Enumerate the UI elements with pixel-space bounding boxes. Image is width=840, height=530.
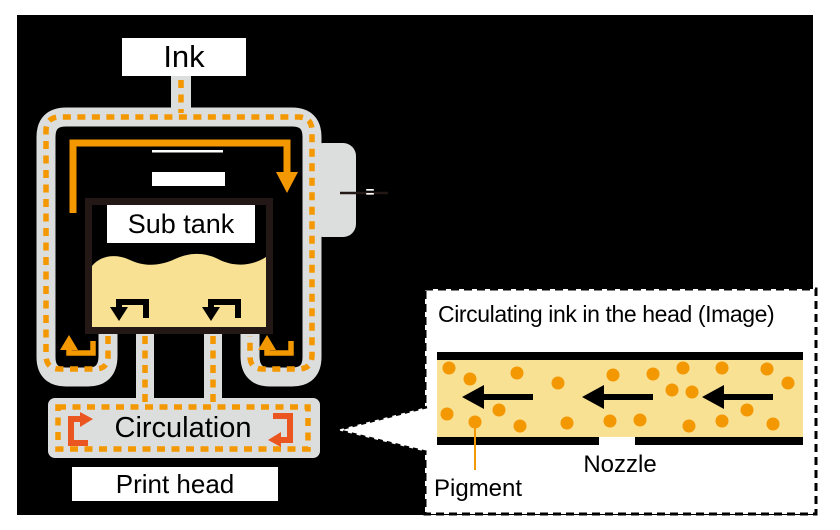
pigment-dot xyxy=(781,376,795,390)
module-glyph: = xyxy=(365,183,375,201)
pigment-dot xyxy=(676,361,690,375)
print-head-label-box: Print head xyxy=(72,467,278,501)
callout-pointer-border xyxy=(336,405,428,454)
pigment-dot xyxy=(685,385,699,399)
pigment-dot xyxy=(513,419,527,433)
sub-tank-label-box: Sub tank xyxy=(107,205,255,243)
pigment-dot xyxy=(463,372,477,386)
flow-arrowhead xyxy=(702,385,724,409)
upflow-arrow-left xyxy=(60,335,96,356)
sub-tank-ink xyxy=(92,253,266,329)
pigment-dot xyxy=(468,415,482,429)
rotate-icon-right xyxy=(268,413,293,447)
flow-arrow-shaft xyxy=(722,394,773,400)
pigment-dot xyxy=(715,414,729,428)
flow-arrowhead xyxy=(462,385,484,409)
pigment-dot xyxy=(740,403,754,417)
channel-bottom-wall-left xyxy=(437,437,599,445)
pigment-dot xyxy=(760,362,774,376)
channel-bottom-wall-right xyxy=(635,437,803,445)
white-bar-artifact xyxy=(152,172,225,186)
ink-drop-arrowhead xyxy=(276,172,298,193)
pigment-dot xyxy=(633,413,647,427)
flow-arrows xyxy=(462,385,773,409)
pigment-dot xyxy=(442,361,456,375)
pigment-dots xyxy=(440,361,795,433)
pigment-dot xyxy=(682,419,696,433)
dashed-line-frame-loop xyxy=(43,114,315,372)
pigment-dot xyxy=(606,368,620,382)
callout-title: Circulating ink in the head (Image) xyxy=(438,300,775,327)
pigment-dot xyxy=(715,361,729,375)
pigment-dot xyxy=(440,407,454,421)
pigment-label: Pigment xyxy=(434,475,523,502)
callout-pointer xyxy=(337,407,427,452)
flow-arrow-shaft xyxy=(602,394,653,400)
pigment-dot xyxy=(603,414,617,428)
dashed-flow-lines xyxy=(43,80,315,452)
ink-label-box: Ink xyxy=(122,38,246,76)
pigment-dot xyxy=(560,416,574,430)
circulation-unit xyxy=(48,398,320,458)
pigment-dot xyxy=(551,376,565,390)
upflow-arrow-right xyxy=(258,335,294,356)
ink-uturn-arrow-left xyxy=(110,299,149,321)
ink-drop-arrow-line xyxy=(69,139,291,213)
sub-tank-border xyxy=(85,198,273,334)
pigment-dot xyxy=(510,366,524,380)
nozzle-label: Nozzle xyxy=(583,451,657,478)
channel-top-wall xyxy=(437,352,803,360)
circulation-label: Circulation xyxy=(114,411,252,444)
ink-uturn-arrow-right xyxy=(202,299,241,321)
pigment-dot xyxy=(492,403,506,417)
rotate-icon-left xyxy=(68,412,93,446)
pigment-dot xyxy=(665,383,679,397)
flow-arrowhead xyxy=(582,385,604,409)
white-line-artifact xyxy=(152,150,223,153)
pigment-dot xyxy=(766,417,780,431)
flow-arrow-shaft xyxy=(482,394,533,400)
pigment-dot xyxy=(646,367,660,381)
